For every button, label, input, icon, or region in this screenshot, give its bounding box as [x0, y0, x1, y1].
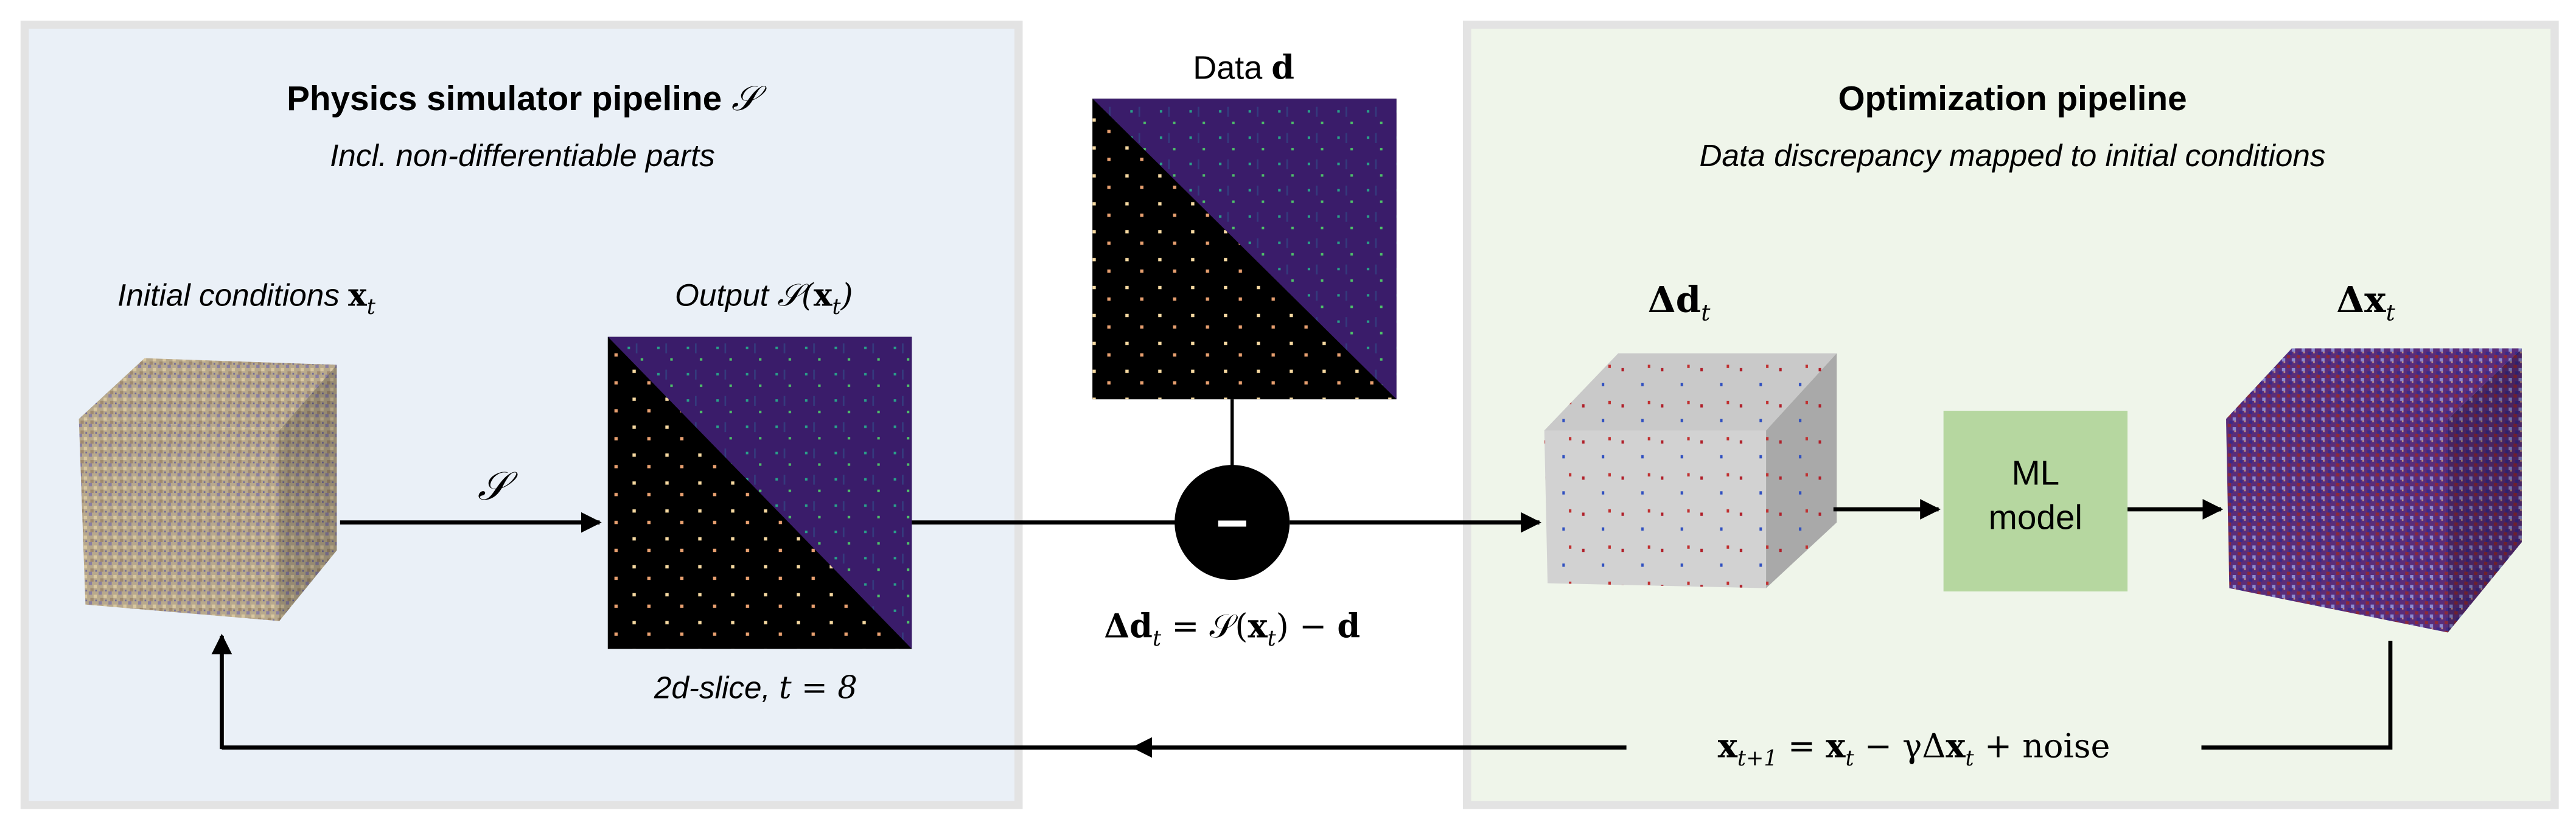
minus-icon: −: [1216, 492, 1249, 554]
output-slice-image: [607, 336, 912, 649]
ml-model-label-line2: model: [1989, 498, 2082, 537]
update-rule: xt+1 = xt − γΔxt + noise: [1718, 727, 2110, 771]
ml-model-label-line1: ML: [2011, 455, 2059, 493]
physics-panel-subtitle: Incl. non-differentiable parts: [330, 138, 715, 173]
optimization-panel-title: Optimization pipeline: [1838, 80, 2187, 118]
delta-d-label: Δdt: [1648, 279, 1711, 326]
slice-label: 2d-slice, t = 8: [654, 669, 857, 706]
initial-conditions-label: Initial conditions xt: [117, 277, 376, 319]
delta-x-cube: [2225, 348, 2522, 633]
delta-d-cube: [1544, 353, 1837, 588]
ml-model-box: [1943, 411, 2128, 592]
delta-x-label: Δxt: [2336, 279, 2395, 326]
optimization-panel-subtitle: Data discrepancy mapped to initial condi…: [1700, 138, 2326, 173]
physics-panel-title: Physics simulator pipeline 𝒮: [287, 78, 767, 119]
discrepancy-formula: Δdt = 𝒮(xt) − d: [1104, 607, 1360, 651]
data-label: Data d: [1193, 48, 1294, 87]
subtract-node: [1175, 465, 1290, 580]
initial-conditions-cube: [79, 358, 337, 621]
output-label: Output 𝒮(xt): [675, 277, 853, 319]
data-slice-image: [1092, 99, 1397, 400]
feedback-line-right: [2201, 640, 2393, 750]
